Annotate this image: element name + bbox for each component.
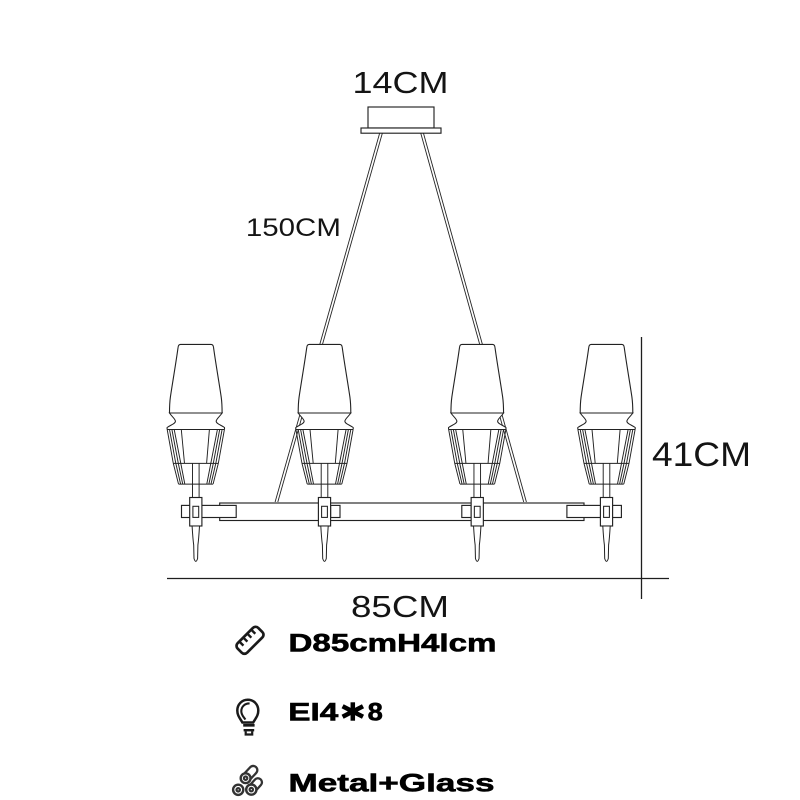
svg-text:150CM: 150CM xyxy=(246,214,341,242)
svg-text:8: 8 xyxy=(368,700,383,727)
svg-text:41CM: 41CM xyxy=(652,436,751,474)
svg-text:EI4: EI4 xyxy=(288,700,338,727)
svg-text:14CM: 14CM xyxy=(353,65,449,100)
svg-text:Metal+Glass: Metal+Glass xyxy=(289,770,495,797)
svg-text:D85cmH4lcm: D85cmH4lcm xyxy=(289,631,497,658)
svg-text:85CM: 85CM xyxy=(351,590,449,624)
